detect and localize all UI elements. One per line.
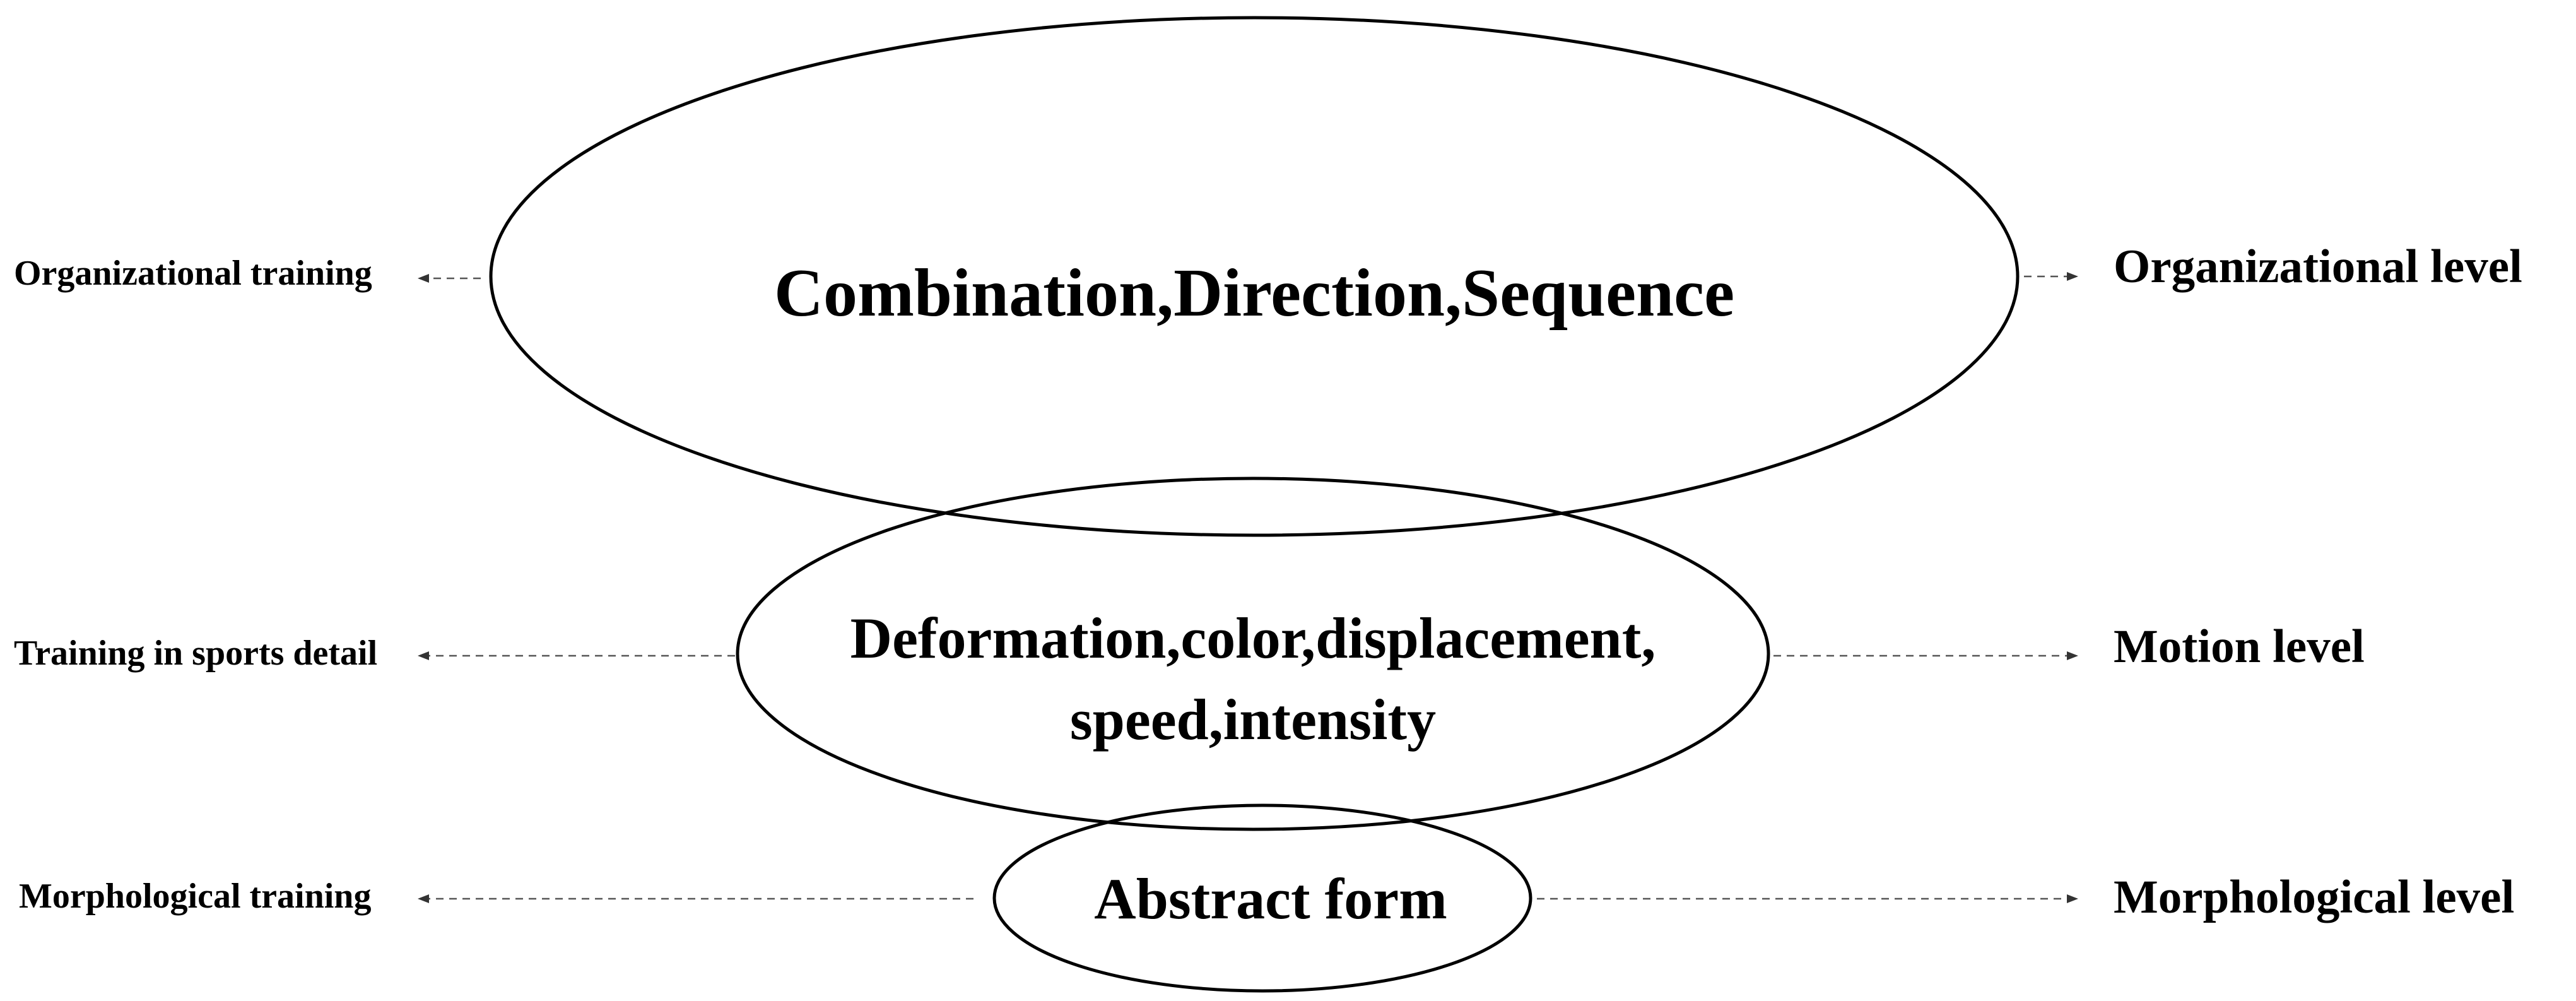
sports-detail-training-label: Training in sports detail <box>14 634 377 673</box>
organizational-center-text: Combination,Direction,Sequence <box>774 256 1734 331</box>
motion-level-label: Motion level <box>2114 620 2365 673</box>
morphological-ellipse <box>992 803 1532 993</box>
morphological-right-arrowhead <box>2067 894 2078 903</box>
organizational-ellipse <box>489 16 2020 537</box>
motion-center-text-line-2: speed,intensity <box>1070 687 1436 752</box>
organizational-right-arrowhead <box>2067 272 2078 281</box>
morphological-training-label: Morphological training <box>19 877 371 916</box>
motion-right-arrowhead <box>2067 651 2078 660</box>
motion-left-arrowhead <box>418 651 429 660</box>
organizational-left-arrowhead <box>418 274 429 283</box>
motion-ellipse <box>736 477 1770 831</box>
motion-center-text-line-1: Deformation,color,displacement, <box>850 606 1656 670</box>
morphological-center-text: Abstract form <box>1094 867 1447 931</box>
morphological-left-arrowhead <box>418 894 429 903</box>
organizational-level-label: Organizational level <box>2114 240 2522 293</box>
morphological-level-label: Morphological level <box>2114 871 2514 923</box>
organizational-training-label: Organizational training <box>14 254 372 293</box>
